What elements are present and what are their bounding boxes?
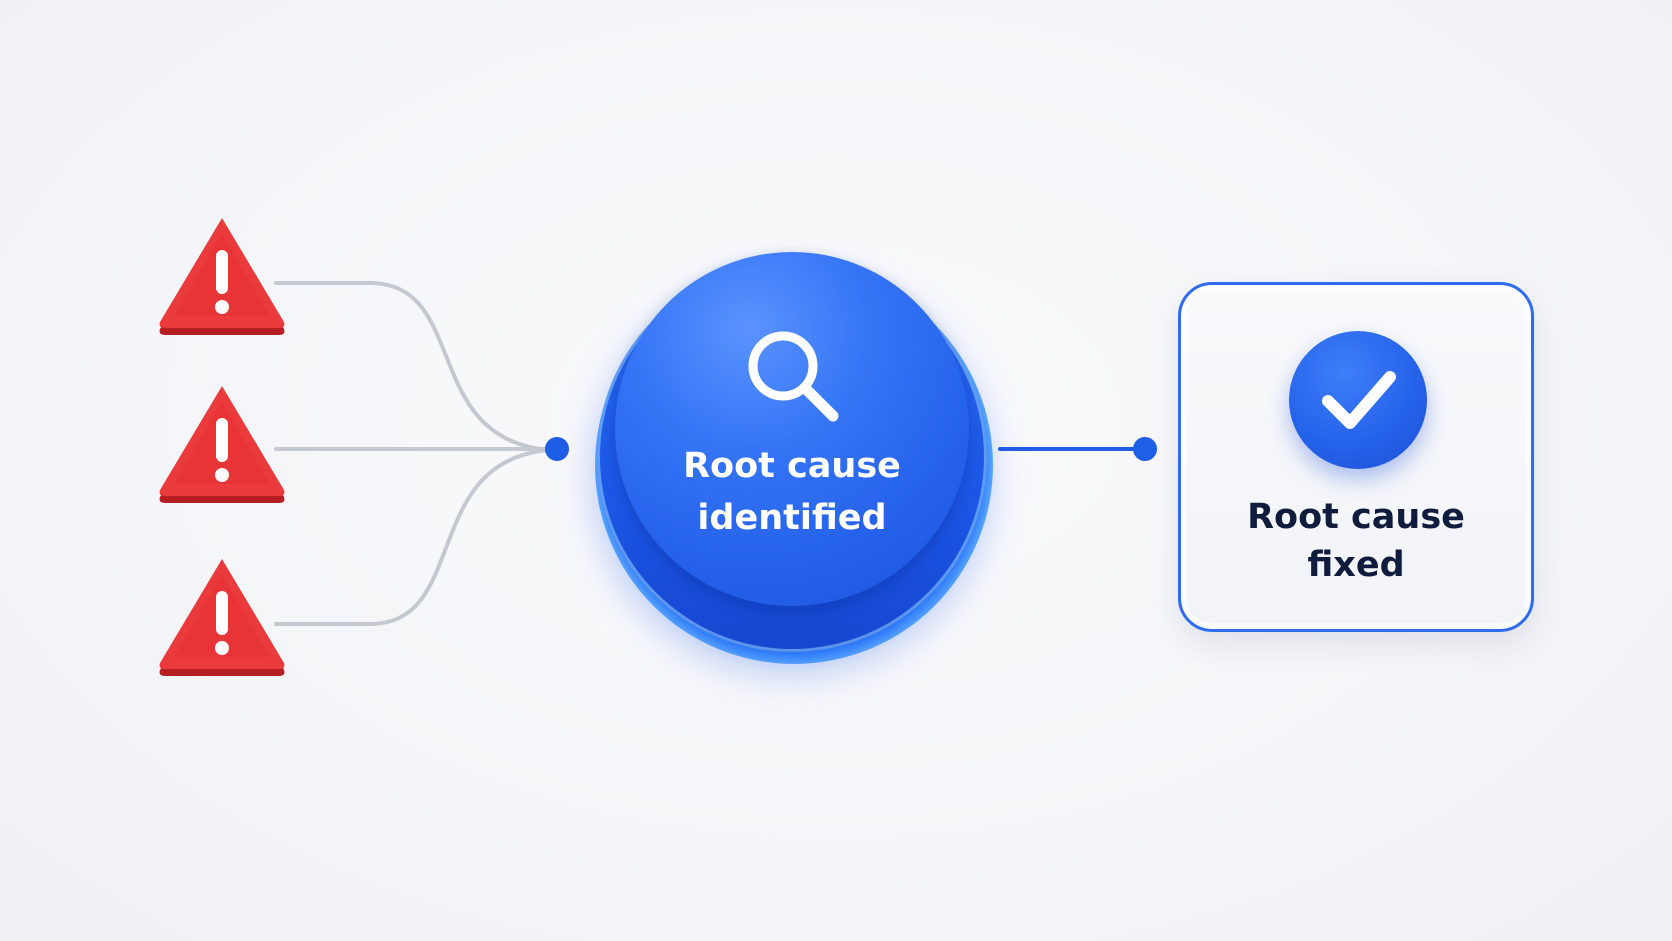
hub-label-line1: Root cause [683, 446, 901, 486]
hub-label: Root cause identified [615, 440, 969, 544]
root-cause-fixed-card: Root cause fixed [1178, 282, 1534, 632]
search-icon [741, 324, 845, 428]
connector-input-3 [274, 448, 552, 626]
result-label-line1: Root cause [1247, 497, 1465, 537]
result-label: Root cause fixed [1181, 493, 1531, 589]
warning-icon [154, 553, 290, 677]
warning-icon [154, 380, 290, 504]
hub-label-line2: identified [697, 498, 887, 538]
checkmark-icon [1322, 371, 1396, 429]
output-node-dot [1133, 437, 1157, 461]
hub-face [615, 252, 969, 606]
merge-node-dot [545, 437, 569, 461]
root-cause-identified-node: Root cause identified [595, 252, 993, 670]
result-label-line2: fixed [1307, 545, 1405, 585]
connector-input-1 [274, 281, 552, 452]
warning-icon [154, 212, 290, 336]
check-badge [1289, 331, 1427, 469]
